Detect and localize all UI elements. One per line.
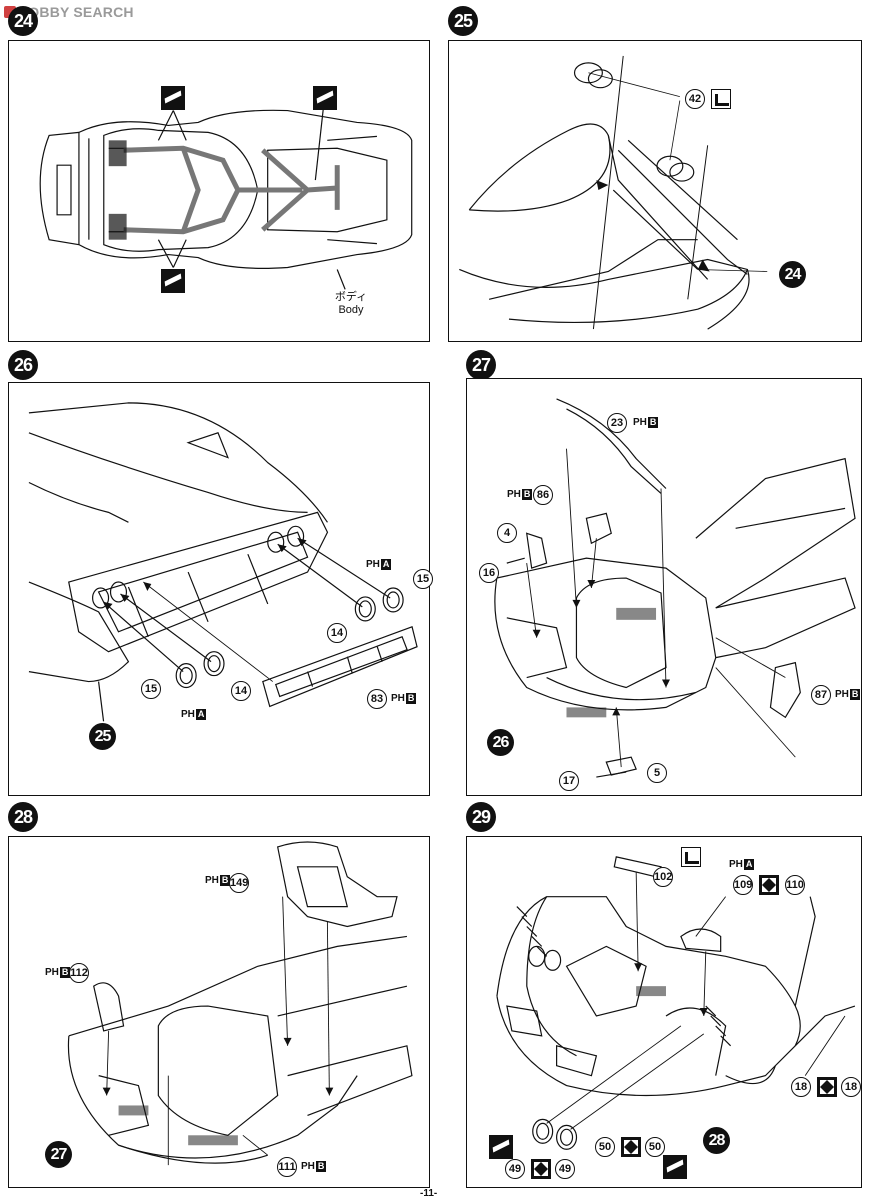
part-50: 50 <box>645 1137 665 1157</box>
step-24-reference: 24 <box>779 261 806 288</box>
cement-icon <box>663 1155 687 1179</box>
part-149: 149 <box>229 873 249 893</box>
part-18: 18 <box>841 1077 861 1097</box>
part-15: 15 <box>413 569 433 589</box>
paint-icon <box>711 89 731 109</box>
part-18: 18 <box>791 1077 811 1097</box>
step-26-badge: 26 <box>8 350 38 380</box>
cement-icon <box>489 1135 513 1159</box>
part-102: 102 <box>653 867 673 887</box>
part-49: 49 <box>555 1159 575 1179</box>
step-25-reference: 25 <box>89 723 116 750</box>
step-24-badge: 24 <box>8 6 38 36</box>
part-23: 23 <box>607 413 627 433</box>
part-14: 14 <box>231 681 251 701</box>
step-28-badge: 28 <box>8 802 38 832</box>
part-110: 110 <box>785 875 805 895</box>
step-27-reference: 27 <box>45 1141 72 1168</box>
part-16: 16 <box>479 563 499 583</box>
part-17: 17 <box>559 771 579 791</box>
clear-parts-icon <box>621 1137 641 1157</box>
step-26-illustration <box>28 402 418 722</box>
part-83: 83 <box>367 689 387 709</box>
part-42: 42 <box>685 89 705 109</box>
cement-icon <box>313 86 337 110</box>
step-28-illustration <box>67 841 413 1166</box>
step-25-panel: 42 24 <box>448 40 862 342</box>
part-4: 4 <box>497 523 517 543</box>
part-109: 109 <box>733 875 753 895</box>
part-112: 112 <box>69 963 89 983</box>
body-label-en: Body <box>338 304 364 316</box>
part-5: 5 <box>647 763 667 783</box>
step-27-badge: 27 <box>466 350 496 380</box>
page-number: -11- <box>420 1188 438 1199</box>
step-27-illustration <box>494 398 856 778</box>
step-29-badge: 29 <box>466 802 496 832</box>
part-50: 50 <box>595 1137 615 1157</box>
body-label-jp: ボディ <box>334 291 368 303</box>
part-86: 86 <box>533 485 553 505</box>
watermark-text: HOBBY SEARCH <box>18 4 134 20</box>
cement-icon <box>161 269 185 293</box>
clear-parts-icon <box>759 875 779 895</box>
part-87: 87 <box>811 685 831 705</box>
cement-icon <box>161 86 185 110</box>
clear-parts-icon <box>817 1077 837 1097</box>
step-28-reference: 28 <box>703 1127 730 1154</box>
step-25-badge: 25 <box>448 6 478 36</box>
step-26-reference: 26 <box>487 729 514 756</box>
paint-icon <box>681 847 701 867</box>
step-25-illustration <box>459 55 768 330</box>
part-111: 111 <box>277 1157 297 1177</box>
step-24-panel: ボディ Body <box>8 40 430 342</box>
body-label: ボディ Body <box>331 291 371 317</box>
part-15: 15 <box>141 679 161 699</box>
part-49: 49 <box>505 1159 525 1179</box>
step-29-illustration <box>496 856 856 1150</box>
clear-parts-icon <box>531 1159 551 1179</box>
part-14: 14 <box>327 623 347 643</box>
step-24-illustration <box>39 108 413 290</box>
